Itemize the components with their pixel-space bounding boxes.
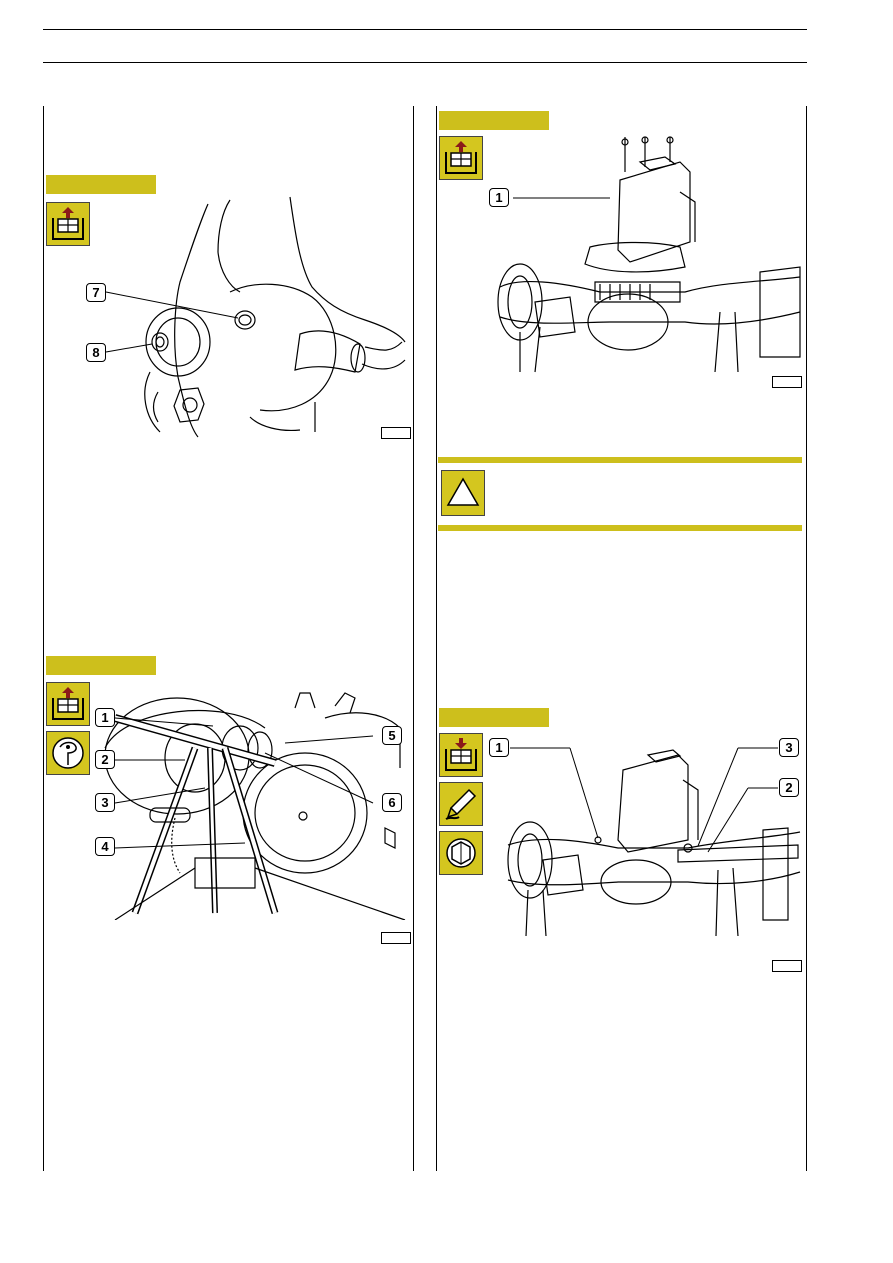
refit-icon	[439, 733, 483, 777]
removal-icon	[439, 136, 483, 180]
figure-ref-box-3	[772, 376, 802, 388]
left-column-border	[43, 106, 44, 1171]
warning-bar-bottom	[438, 525, 802, 531]
column-divider-right	[436, 106, 437, 1171]
callout-1-label: 1	[495, 190, 503, 205]
figure-ref-box-4	[772, 960, 802, 972]
callout-1-label: 1	[495, 740, 503, 755]
callout-2: 2	[95, 750, 115, 769]
section-bar-1	[46, 175, 156, 194]
section-bar-4	[439, 708, 549, 727]
callout-7-label: 7	[92, 285, 100, 300]
callout-5: 5	[382, 726, 402, 745]
figure-differential-refit	[507, 747, 801, 936]
callout-2-label: 2	[101, 752, 109, 767]
callout-8-label: 8	[92, 345, 100, 360]
callout-1: 1	[95, 708, 115, 727]
callout-leaders	[105, 291, 239, 353]
callout-3: 3	[95, 793, 115, 812]
right-column-border	[806, 106, 807, 1171]
callout-1: 1	[489, 188, 509, 207]
callout-6: 6	[382, 793, 402, 812]
callout-3-label: 3	[785, 740, 793, 755]
section-bar-2	[46, 656, 156, 675]
warning-icon	[441, 470, 485, 516]
callout-4-label: 4	[101, 839, 109, 854]
callout-7: 7	[86, 283, 106, 302]
torque-icon	[439, 831, 483, 875]
callout-2-label: 2	[785, 780, 793, 795]
column-divider-left	[413, 106, 414, 1171]
callout-leaders	[114, 717, 374, 849]
callout-3-label: 3	[101, 795, 109, 810]
header-rule-top	[43, 29, 807, 30]
figure-ref-box-1	[381, 427, 411, 439]
tool-icon	[46, 731, 90, 775]
figure-ref-box-2	[381, 932, 411, 944]
warning-bar-top	[438, 457, 802, 463]
figure-puller	[104, 692, 406, 920]
callout-1: 1	[489, 738, 509, 757]
sealant-icon	[439, 782, 483, 826]
figure-hub-nut	[105, 196, 406, 438]
callout-6-label: 6	[388, 795, 396, 810]
removal-icon	[46, 202, 90, 246]
callout-1-label: 1	[101, 710, 109, 725]
section-bar-3	[439, 111, 549, 130]
figure-differential-lift	[497, 136, 801, 373]
callout-4: 4	[95, 837, 115, 856]
callout-8: 8	[86, 343, 106, 362]
removal-icon	[46, 682, 90, 726]
header-rule-bottom	[43, 62, 807, 63]
callout-2: 2	[779, 778, 799, 797]
callout-3: 3	[779, 738, 799, 757]
callout-5-label: 5	[388, 728, 396, 743]
